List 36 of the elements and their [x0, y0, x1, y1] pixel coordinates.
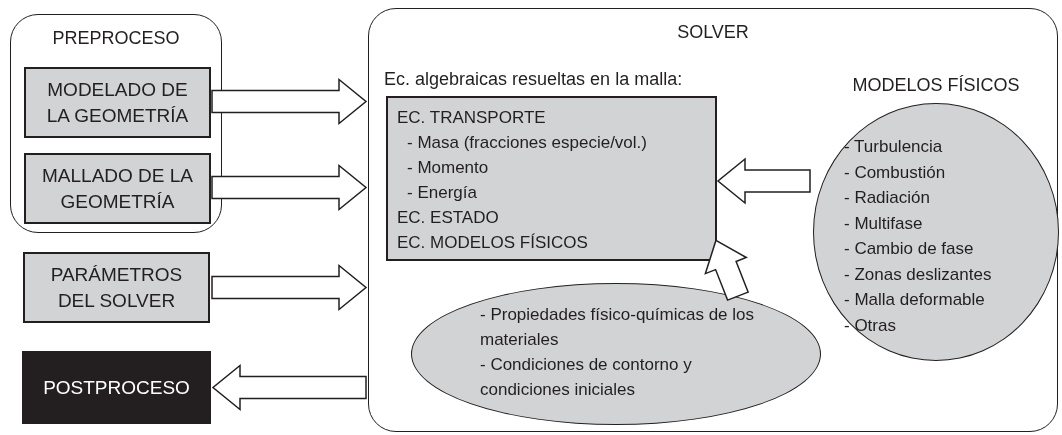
- model-item: - Radiación: [844, 187, 931, 209]
- process-box: [24, 67, 211, 138]
- circle-heading: MODELOS FÍSICOS: [851, 74, 1021, 97]
- box-label: POSTPROCESO: [42, 375, 191, 400]
- equation-item: - Momento: [406, 157, 490, 179]
- box-heading: Ec. algebraicas resueltas en la malla:: [384, 68, 683, 91]
- equation-item: EC. ESTADO: [397, 207, 500, 229]
- model-item: - Turbulencia: [844, 136, 944, 158]
- model-item: - Malla deformable: [844, 289, 986, 311]
- group-box: [368, 8, 1058, 432]
- block-arrow: [211, 163, 368, 212]
- equation-item: EC. MODELOS FÍSICOS: [397, 232, 589, 254]
- box-label: MODELADO DE LA GEOMETRÍA: [45, 77, 190, 128]
- process-box: [22, 351, 211, 424]
- block-arrow: [704, 239, 750, 302]
- equation-item: - Masa (fracciones especie/vol.): [406, 132, 648, 154]
- equation-item: EC. TRANSPORTE: [397, 107, 547, 129]
- model-item: - Zonas deslizantes: [844, 263, 992, 286]
- group-box: [10, 14, 222, 233]
- property-item: - Propiedades físico-químicas de los materiales: [480, 304, 756, 351]
- box-label: MALLADO DE LA GEOMETRÍA: [41, 163, 194, 214]
- model-item: - Otras: [844, 314, 897, 337]
- process-box: [23, 252, 210, 323]
- block-arrow: [211, 77, 368, 126]
- model-item: - Multifase: [844, 212, 924, 235]
- box-label: PARÁMETROS DEL SOLVER: [49, 262, 184, 313]
- block-arrow: [211, 263, 368, 312]
- equation-item: - Energía: [406, 182, 478, 204]
- block-arrow: [716, 157, 811, 205]
- process-box: [24, 153, 211, 224]
- block-arrow: [211, 363, 367, 412]
- model-item: - Combustión: [844, 161, 947, 184]
- group-title: PREPROCESO: [51, 27, 181, 50]
- group-title: SOLVER: [676, 21, 750, 44]
- property-item: - Condiciones de contorno y condiciones iniciales: [480, 354, 693, 401]
- model-item: - Cambio de fase: [844, 238, 975, 260]
